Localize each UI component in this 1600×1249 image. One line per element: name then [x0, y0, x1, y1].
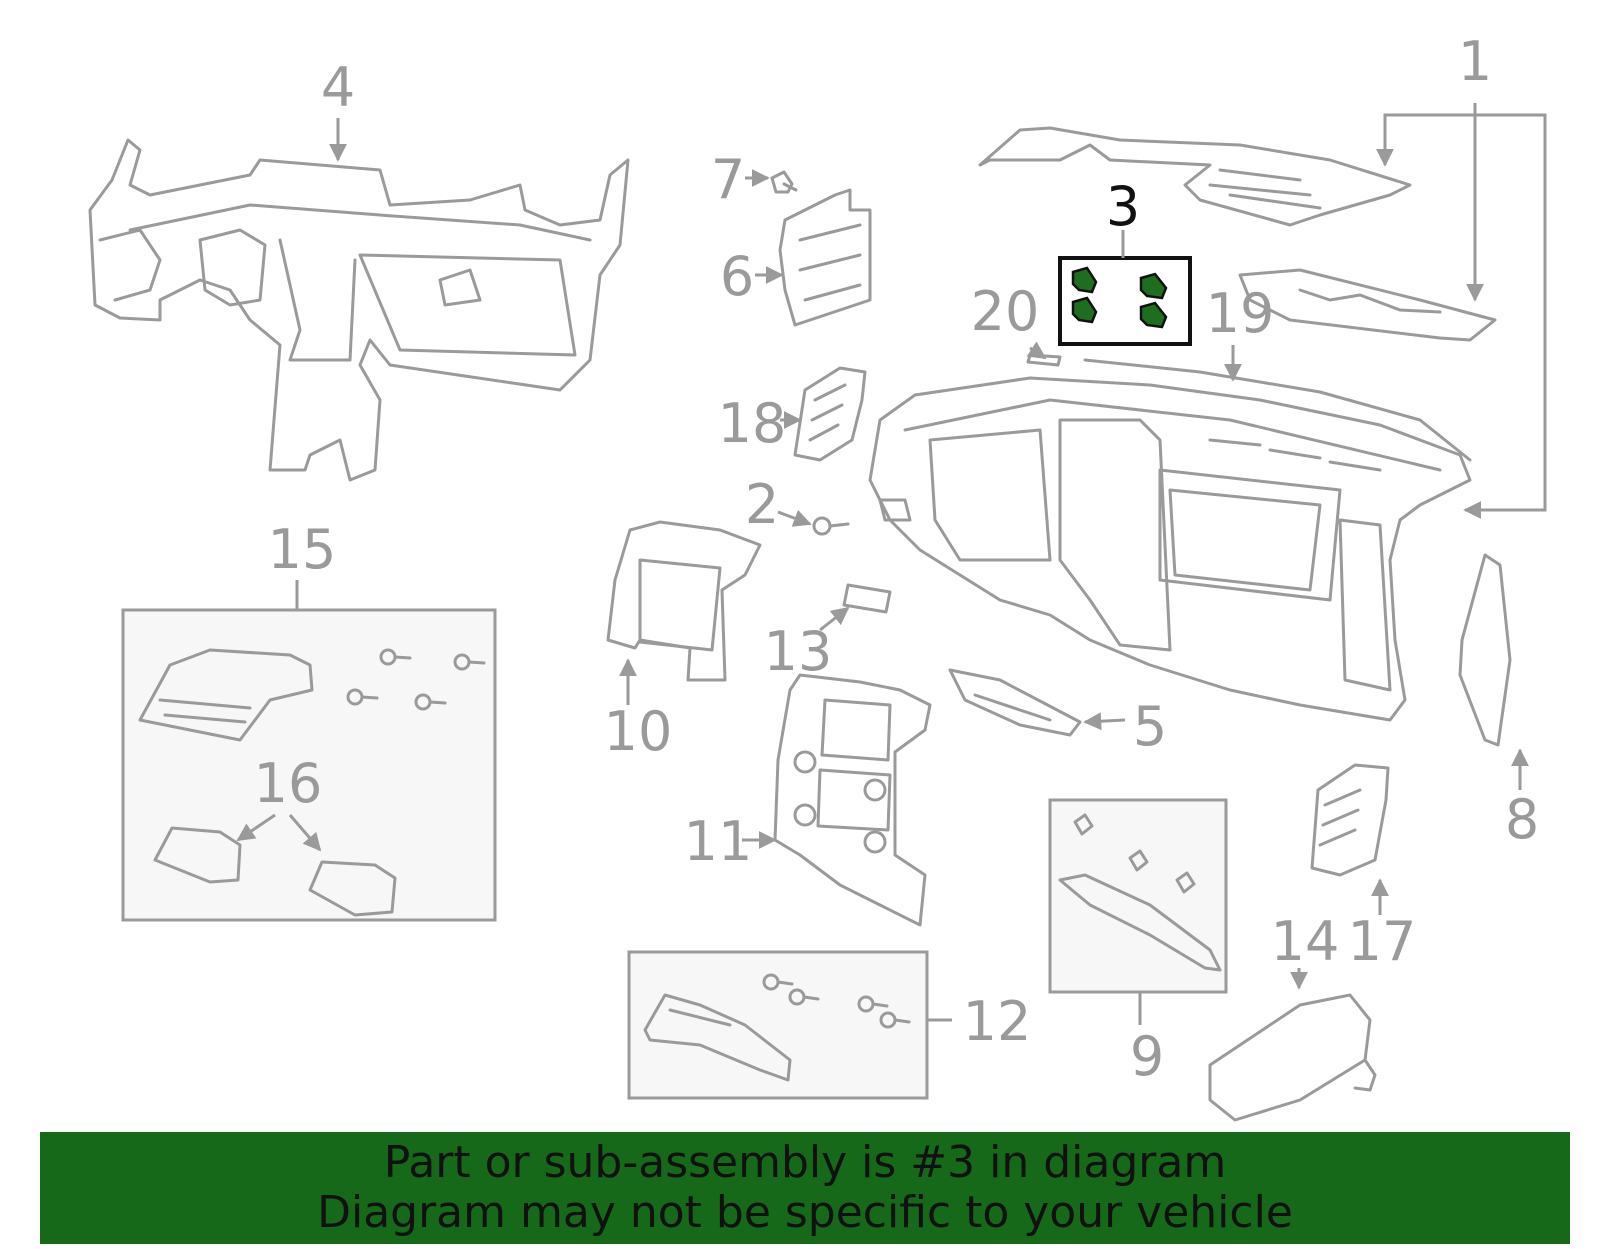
- part-8-side-panel[interactable]: [1458, 553, 1512, 747]
- part-20-trim-strip[interactable]: [1026, 353, 1062, 367]
- part-15-assembly-box[interactable]: [121, 608, 497, 922]
- callout-18: 18: [718, 392, 787, 455]
- callout-6: 6: [720, 245, 754, 308]
- info-banner: Part or sub-assembly is #3 in diagram Di…: [40, 1132, 1570, 1244]
- callout-8: 8: [1505, 788, 1539, 851]
- callout-9: 9: [1130, 1025, 1164, 1088]
- callout-7: 7: [711, 148, 745, 211]
- part-17-side-vent[interactable]: [1310, 763, 1390, 877]
- part-16-vent-left[interactable]: [153, 826, 242, 884]
- callout-19: 19: [1206, 282, 1275, 345]
- part-2-screw[interactable]: [812, 516, 850, 536]
- banner-line-1: Part or sub-assembly is #3 in diagram: [383, 1137, 1227, 1188]
- leader-lines: [236, 103, 1547, 1025]
- part-3-clips[interactable]: [1071, 266, 1168, 329]
- callout-20: 20: [971, 280, 1040, 343]
- part-16-vent-right[interactable]: [308, 860, 397, 917]
- callout-12: 12: [963, 990, 1032, 1053]
- part-10-cluster-bezel[interactable]: [606, 520, 762, 682]
- part-4-instrument-panel-frame[interactable]: [88, 138, 630, 482]
- part-12-assembly-box[interactable]: [627, 950, 929, 1100]
- dash-panel-main[interactable]: [868, 376, 1472, 722]
- callout-10: 10: [604, 700, 673, 763]
- part-9-panel-and-clips[interactable]: [1058, 813, 1222, 972]
- callout-3: 3: [1106, 175, 1140, 238]
- part-19-defroster-trim[interactable]: [1083, 358, 1472, 462]
- callout-14: 14: [1271, 910, 1340, 973]
- callout-17: 17: [1348, 910, 1417, 973]
- callout-13: 13: [764, 620, 833, 683]
- callout-2: 2: [745, 473, 779, 536]
- part-1-dash-top-cover[interactable]: [978, 126, 1412, 227]
- part-5-panel-bracket[interactable]: [948, 668, 1082, 737]
- part-14-glove-box[interactable]: [1208, 993, 1377, 1122]
- part-13-clip[interactable]: [842, 583, 892, 614]
- callout-16: 16: [254, 752, 323, 815]
- part-12-bezel-and-screws[interactable]: [643, 973, 911, 1082]
- part-6-bracket[interactable]: [778, 188, 872, 327]
- callout-5: 5: [1133, 695, 1167, 758]
- callout-4: 4: [321, 56, 355, 119]
- part-15-screws[interactable]: [346, 648, 486, 711]
- part-11-center-bezel[interactable]: [773, 673, 932, 927]
- part-18-side-vent[interactable]: [793, 366, 867, 462]
- part-1-dash-panel-insert[interactable]: [1238, 268, 1497, 342]
- callout-11: 11: [684, 810, 753, 873]
- part-7-clip[interactable]: [770, 170, 798, 194]
- part-15-center-vent[interactable]: [138, 648, 314, 742]
- banner-line-2: Diagram may not be specific to your vehi…: [317, 1187, 1293, 1238]
- callout-1: 1: [1458, 30, 1492, 93]
- callout-15: 15: [268, 518, 337, 581]
